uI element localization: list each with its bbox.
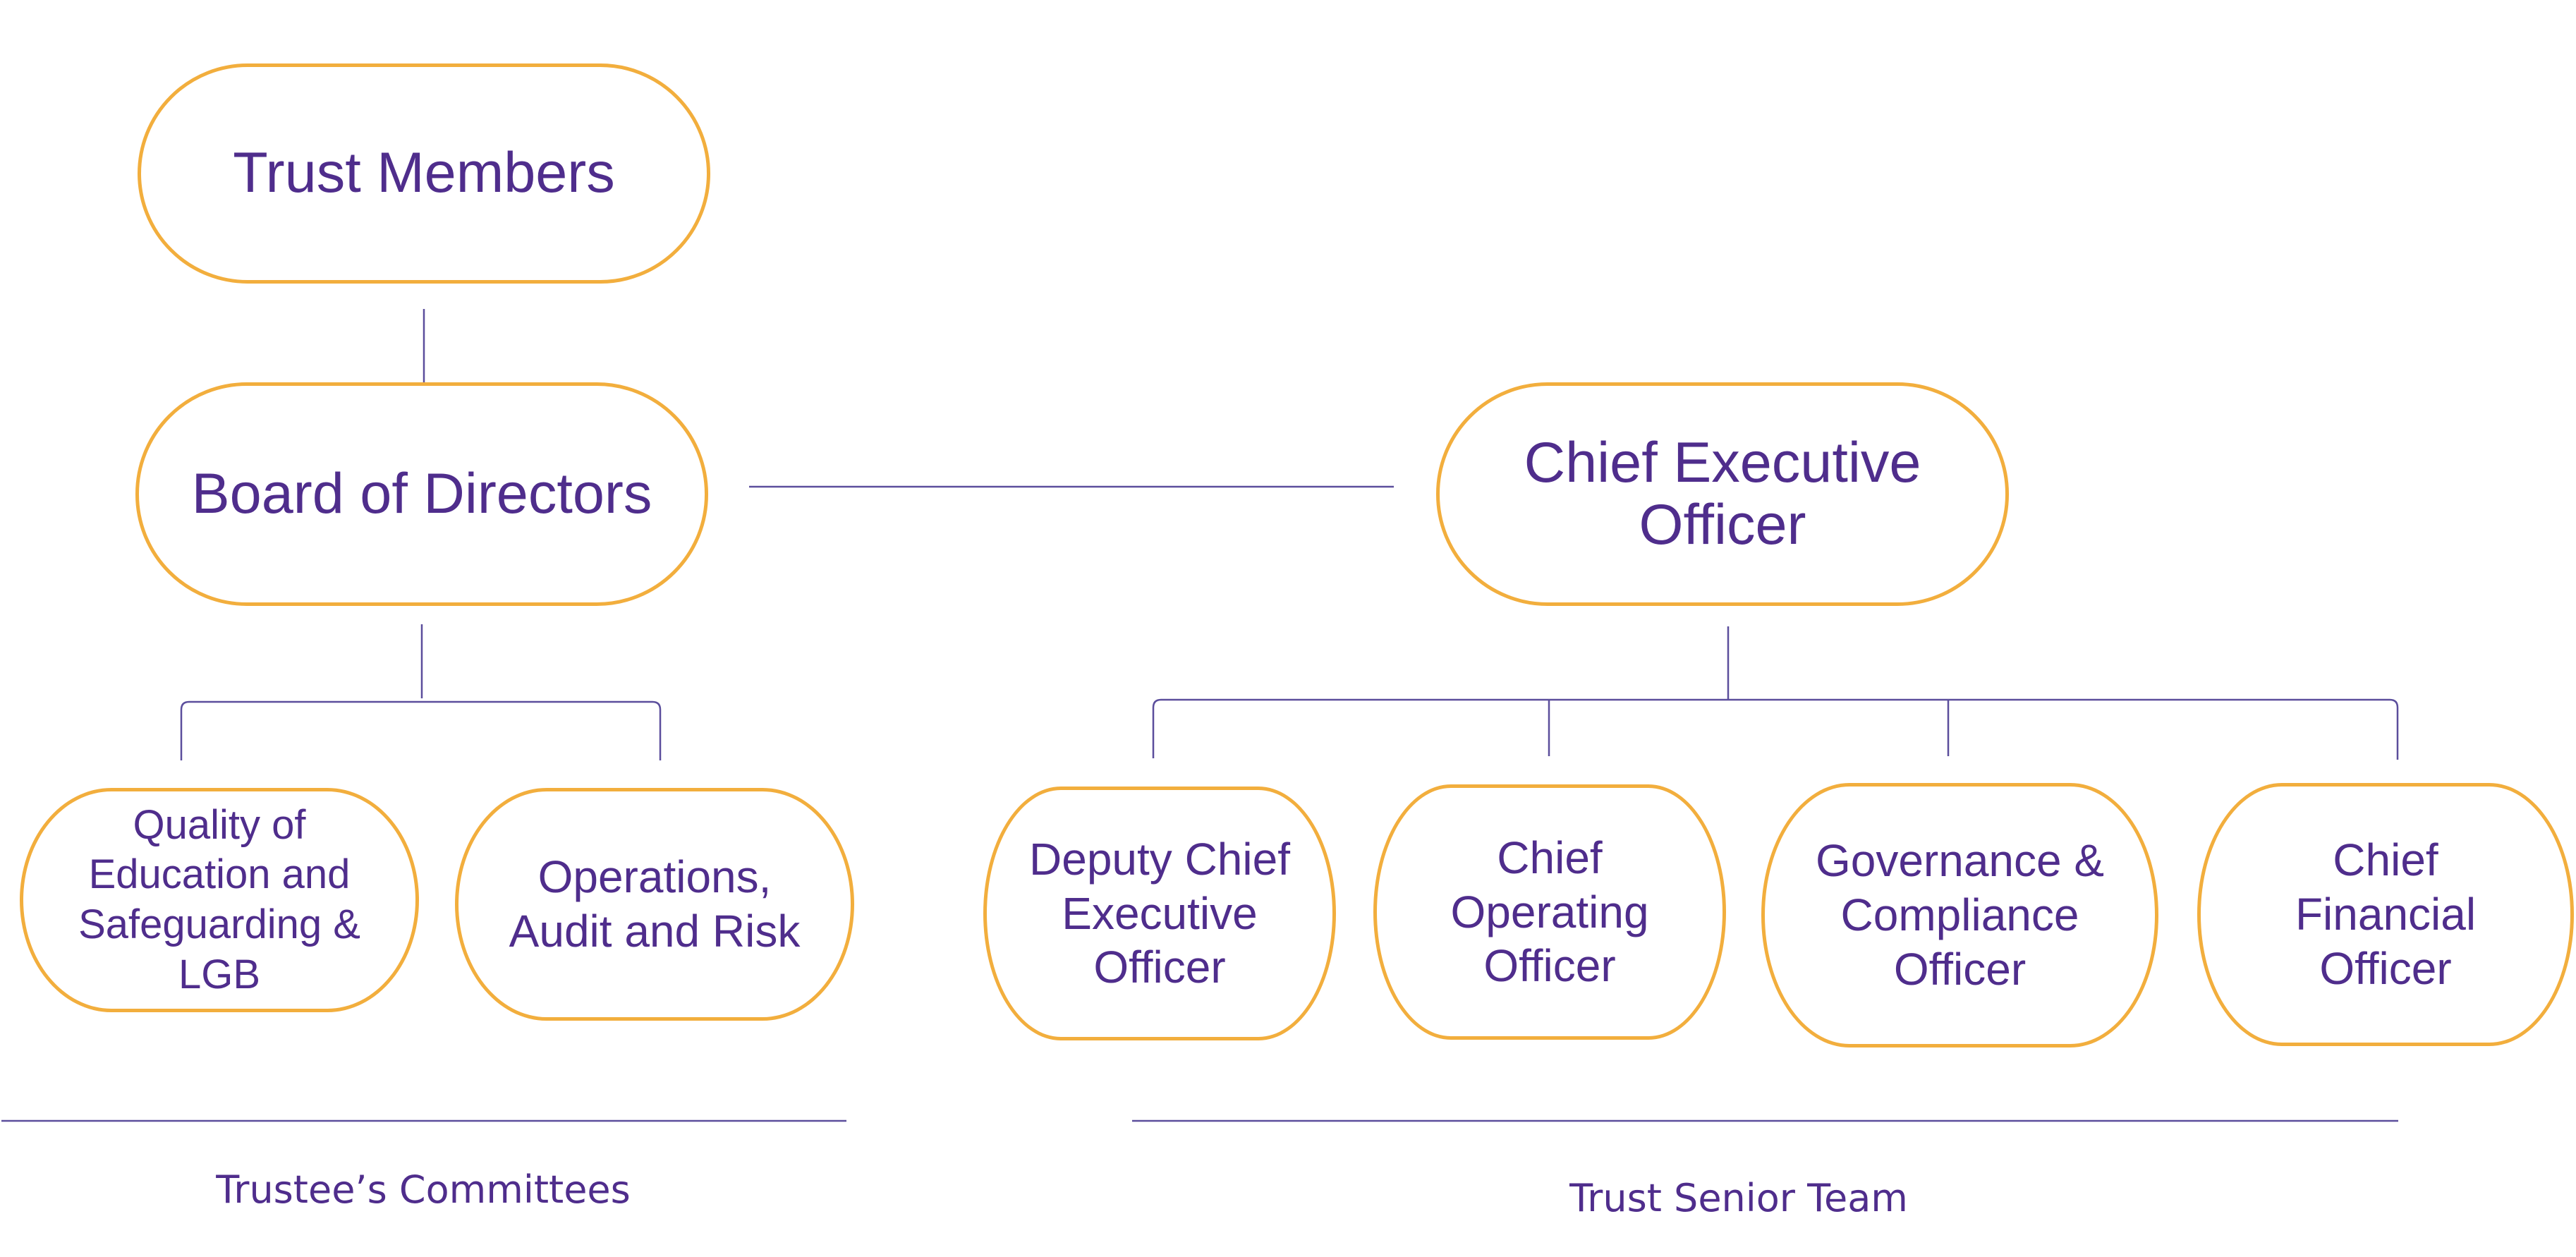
governance-officer-label: Governance & Compliance Officer bbox=[1815, 835, 2105, 995]
coo-label: Chief Operating Officer bbox=[1450, 832, 1649, 992]
deputy-ceo-node: Deputy Chief Executive Officer bbox=[983, 787, 1336, 1040]
coo-node: Chief Operating Officer bbox=[1373, 784, 1726, 1040]
trustees-committees-caption: Trustee’s Committees bbox=[216, 1167, 631, 1212]
governance-officer-node: Governance & Compliance Officer bbox=[1761, 783, 2158, 1048]
deputy-ceo-label: Deputy Chief Executive Officer bbox=[1029, 833, 1290, 993]
trust-senior-team-caption: Trust Senior Team bbox=[1569, 1176, 1908, 1220]
board-of-directors-node: Board of Directors bbox=[135, 382, 708, 606]
quality-committee-label: Quality of Education and Safeguarding & … bbox=[78, 801, 360, 997]
trust-members-label: Trust Members bbox=[233, 141, 615, 205]
connector-committees-bracket bbox=[180, 700, 662, 760]
trust-members-node: Trust Members bbox=[138, 63, 710, 284]
quality-committee-node: Quality of Education and Safeguarding & … bbox=[20, 788, 419, 1012]
cfo-label: Chief Financial Officer bbox=[2295, 834, 2477, 994]
operations-committee-label: Operations, Audit and Risk bbox=[509, 851, 801, 957]
board-of-directors-label: Board of Directors bbox=[191, 461, 652, 526]
chief-executive-officer-label: Chief Executive Officer bbox=[1524, 431, 1921, 557]
chief-executive-officer-node: Chief Executive Officer bbox=[1436, 382, 2009, 606]
operations-committee-node: Operations, Audit and Risk bbox=[455, 788, 854, 1021]
connector-team-bracket bbox=[1152, 698, 2399, 760]
cfo-node: Chief Financial Officer bbox=[2197, 783, 2574, 1046]
